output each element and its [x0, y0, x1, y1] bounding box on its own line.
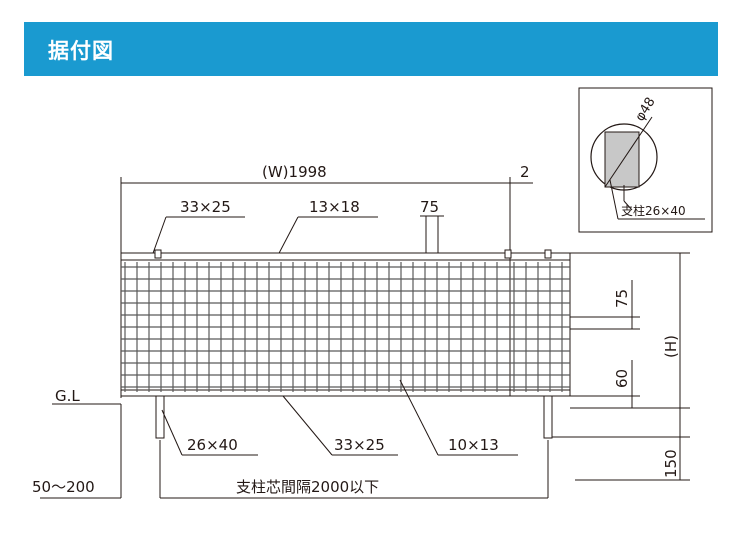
gap-label: 2: [520, 163, 530, 181]
pitch-top-label: 75: [420, 198, 439, 216]
fence-panel: [120, 249, 571, 397]
post-section: [604, 131, 640, 188]
header-bar: 据付図: [24, 22, 718, 76]
post-spacing-label: 支柱芯間隔2000以下: [236, 478, 379, 496]
width-label: (W)1998: [262, 163, 327, 181]
posts: [155, 395, 553, 439]
bottom-rail-label: 33×25: [334, 436, 385, 454]
embed-label: 150: [662, 449, 680, 478]
pitch-side-label: 75: [613, 289, 631, 308]
height-label: (H): [662, 335, 680, 358]
bottom-dimensions: [40, 379, 549, 499]
top-rail-label: 33×25: [180, 198, 231, 216]
depth-label: 50～200: [32, 478, 95, 496]
page-title: 据付図: [48, 39, 114, 63]
bottom-clear-label: 60: [613, 369, 631, 388]
ground-label: G.L: [55, 387, 80, 405]
mesh-grid: [121, 262, 570, 392]
right-dimensions: [552, 252, 690, 481]
detail-inset: φ48 支柱26×40: [578, 87, 713, 233]
mesh-wire-label: 13×18: [309, 198, 360, 216]
bottom-wire-label: 10×13: [448, 436, 499, 454]
post-bottom-label: 26×40: [187, 436, 238, 454]
detail-post-label: 支柱26×40: [621, 203, 686, 218]
